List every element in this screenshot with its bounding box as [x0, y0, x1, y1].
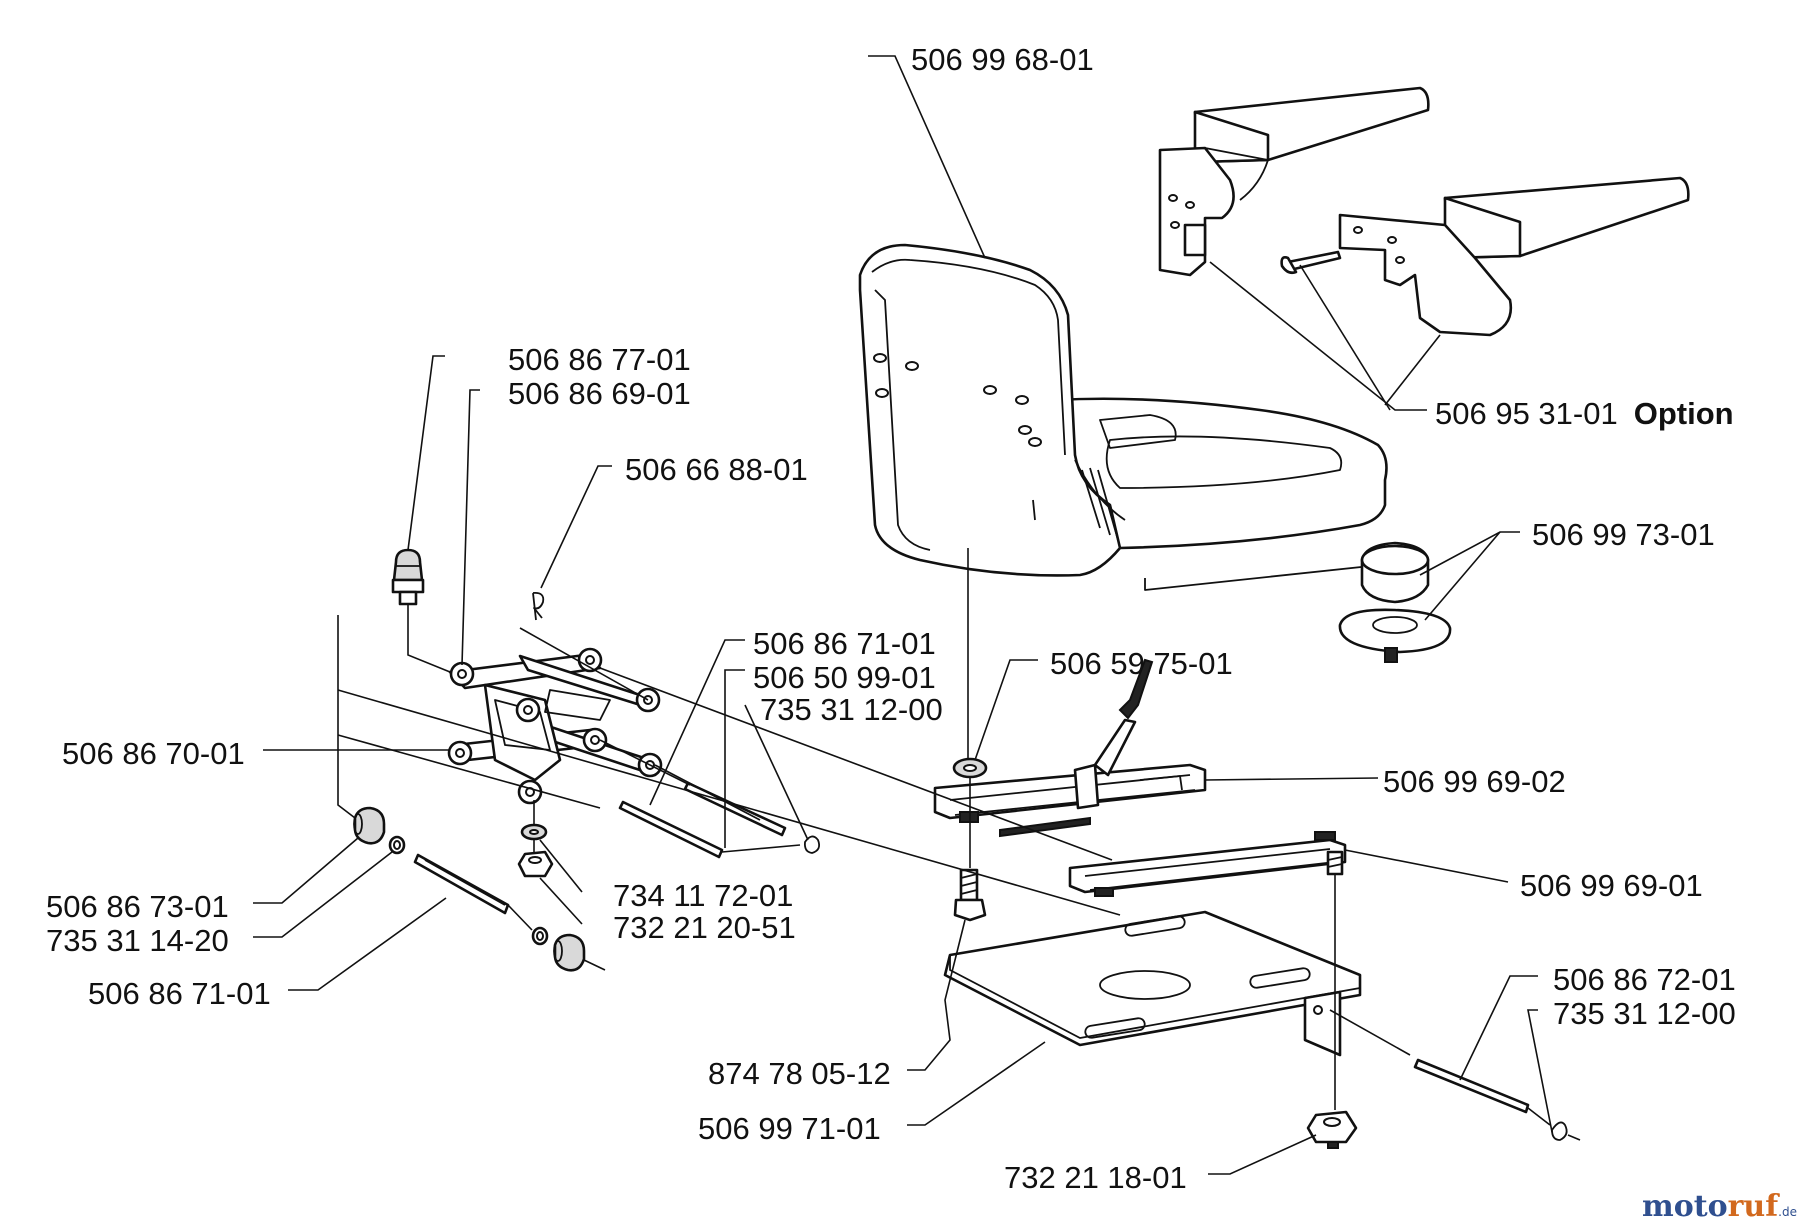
rod-a-part: [618, 800, 724, 859]
label-base-plate: 506 99 71-01: [698, 1111, 881, 1146]
label-bushing: 506 86 73-01: [46, 889, 229, 924]
label-rail-plain: 506 99 69-01: [1520, 868, 1703, 903]
knob-part: [1338, 541, 1452, 663]
label-rail-lever: 506 99 69-02: [1383, 764, 1566, 799]
label-armrest-number: 506 95 31-01: [1435, 396, 1618, 431]
bumper-top-part: [391, 548, 425, 606]
nut-b-part: [1306, 1110, 1358, 1149]
label-washer: 506 59 75-01: [1050, 646, 1233, 681]
label-link-frame: 506 86 70-01: [62, 736, 245, 771]
label-rod-d: 506 86 72-01: [1553, 962, 1736, 997]
label-bumper-link: 506 86 69-01: [508, 376, 691, 411]
base-plate-part: [943, 910, 1362, 1057]
bushing-b-part: [553, 933, 586, 972]
pin-clip-part: [532, 592, 545, 621]
link-frame-part: [447, 647, 663, 805]
washer-b-part: [520, 823, 548, 841]
ring-b2-part: [531, 926, 549, 946]
label-rod-b: 506 50 99-01: [753, 660, 936, 695]
rod-c-part: [413, 853, 510, 915]
stud-part: [1326, 850, 1344, 876]
nut-a-part: [517, 850, 554, 878]
watermark-part-a: moto: [1642, 1189, 1728, 1224]
armrest-part: [1158, 86, 1690, 337]
leader-lines: [253, 55, 1553, 1175]
seat-part: [858, 243, 1388, 591]
label-bumper-top: 506 86 77-01: [508, 342, 691, 377]
label-bolt: 874 78 05-12: [708, 1056, 891, 1091]
watermark: motoruf.de: [1642, 1189, 1797, 1224]
label-pin-clip: 506 66 88-01: [625, 452, 808, 487]
rod-d-part: [1413, 1058, 1530, 1114]
ring-a-part: [803, 835, 821, 854]
label-ring-a: 735 31 12-00: [760, 692, 943, 727]
label-ring-b: 735 31 14-20: [46, 923, 229, 958]
label-ring-c: 735 31 12-00: [1553, 996, 1736, 1031]
ring-b-part: [388, 835, 406, 855]
label-nut-a: 732 21 20-51: [613, 910, 796, 945]
label-rod-c: 506 86 71-01: [88, 976, 271, 1011]
label-armrest: 506 95 31-01 Option: [1435, 396, 1734, 431]
label-knob: 506 99 73-01: [1532, 517, 1715, 552]
rail-plain-part: [1068, 831, 1347, 897]
bushing-part: [353, 806, 386, 845]
washer-part: [952, 757, 988, 779]
rod-b-part: [683, 781, 787, 837]
label-washer-b: 734 11 72-01: [613, 878, 793, 913]
rail-lever-part: [933, 658, 1207, 838]
alignment-lines: [337, 548, 1581, 1141]
bolt-part: [953, 868, 987, 922]
label-armrest-option: Option: [1634, 396, 1734, 431]
label-nut-b: 732 21 18-01: [1004, 1160, 1187, 1195]
ring-c-part: [1551, 1121, 1568, 1141]
watermark-part-b: ruf: [1728, 1189, 1781, 1224]
label-seat: 506 99 68-01: [911, 42, 1094, 77]
label-rod-a: 506 86 71-01: [753, 626, 936, 661]
watermark-suffix: .de: [1778, 1205, 1797, 1219]
